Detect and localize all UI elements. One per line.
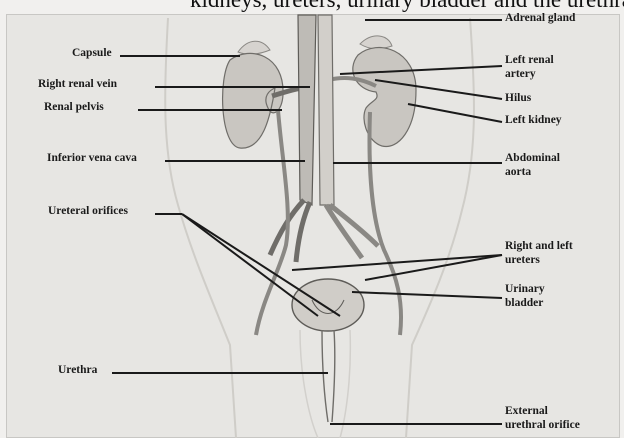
label-right-renal-vein: Right renal vein (38, 78, 117, 91)
right-kidney (223, 53, 284, 148)
label-left-kidney: Left kidney (505, 114, 562, 127)
inferior-vena-cava (298, 15, 316, 205)
label-capsule: Capsule (72, 47, 112, 60)
label-urethra: Urethra (58, 364, 97, 377)
label-hilus: Hilus (505, 92, 531, 105)
label-abdominal-aorta-line2: aorta (505, 166, 531, 179)
label-abdominal-aorta-line1: Abdominal (505, 152, 560, 165)
iliac-veins (270, 200, 310, 262)
pelvic-outline (300, 330, 350, 438)
right-adrenal-gland (238, 41, 270, 54)
left-kidney (353, 48, 416, 147)
torso-outline-right (406, 18, 474, 438)
label-adrenal-gland: Adrenal gland (505, 12, 575, 25)
label-urinary-bladder-line2: bladder (505, 297, 543, 310)
urinary-bladder-leader (352, 292, 502, 298)
ureters-leader-1 (292, 255, 502, 270)
label-external-urethral-orifice-line1: External (505, 405, 548, 418)
label-renal-pelvis: Renal pelvis (44, 101, 104, 114)
abdominal-aorta (318, 15, 334, 205)
label-urinary-bladder-line1: Urinary (505, 283, 545, 296)
left-adrenal-gland (360, 36, 392, 49)
right-ureter (256, 110, 288, 335)
label-external-urethral-orifice-line2: urethral orifice (505, 419, 580, 432)
label-inferior-vena-cava: Inferior vena cava (47, 152, 137, 165)
left-kidney-leader (408, 104, 502, 122)
urethra-tube (322, 330, 335, 422)
label-ureters-line2: ureters (505, 254, 540, 267)
ureteral-orifices-leader-2 (182, 214, 340, 316)
label-left-renal-artery-line1: Left renal (505, 54, 554, 67)
ureters-leader-2 (365, 255, 502, 280)
ureteral-orifices-leader-1 (182, 214, 318, 316)
label-ureters-line1: Right and left (505, 240, 573, 253)
iliac-arteries (326, 205, 378, 258)
label-ureteral-orifices: Ureteral orifices (48, 205, 128, 218)
label-left-renal-artery-line2: artery (505, 68, 536, 81)
